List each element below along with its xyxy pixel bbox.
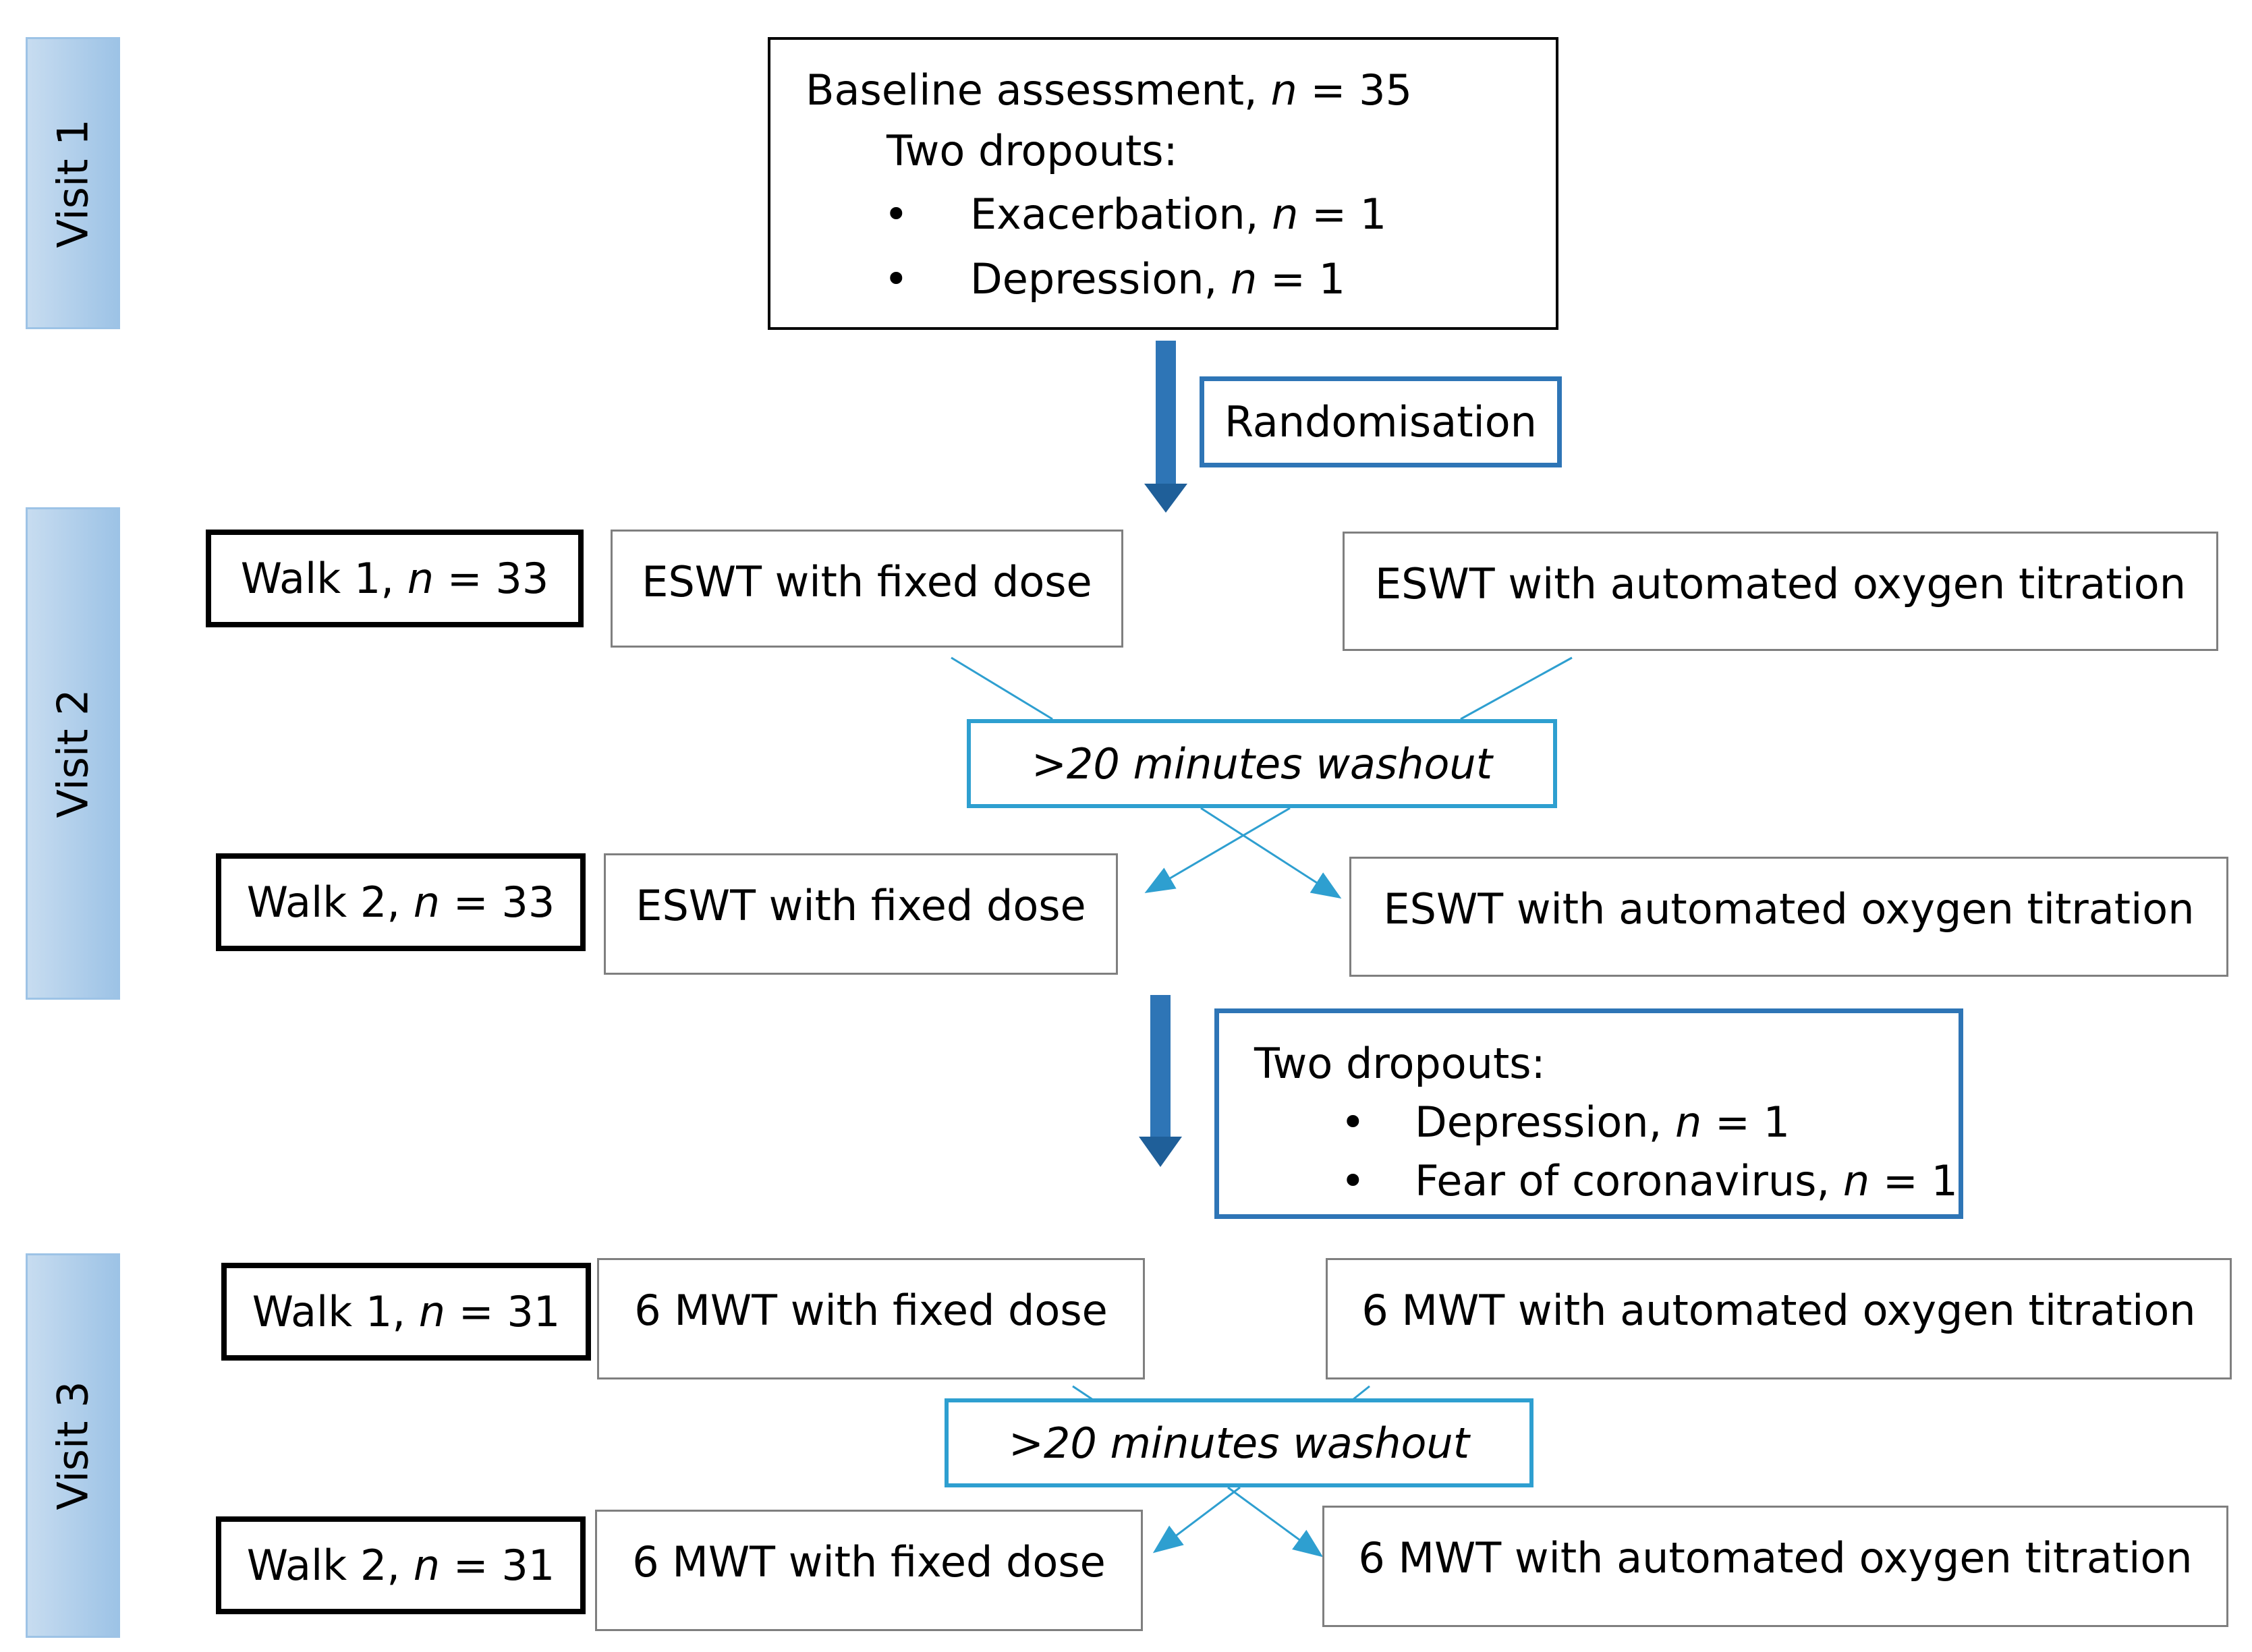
randomisation-text: Randomisation [1224,397,1537,447]
baseline-dropouts-label: Two dropouts: [886,126,1178,175]
visit3-auto-titration-box-2: 6 MWT with automated oxygen titration [1322,1506,2228,1627]
visit2-washout-box: >20 minutes washout [967,719,1557,808]
dropout-item: Depression, n = 1 [1415,1098,1791,1147]
visit3-auto-titration-box: 6 MWT with automated oxygen titration [1326,1258,2232,1379]
crossover-arrow [1200,807,1342,899]
visit-3-label: Visit 3 [26,1253,120,1638]
visit2-fixed-dose-box: ESWT with fixed dose [611,530,1123,648]
visit2-auto-titration-text: ESWT with automated oxygen titration [1374,559,2187,608]
visit3-walk1-box: Walk 1, n = 31 [221,1263,591,1361]
visit2-walk1-text: Walk 1, n = 33 [240,554,549,603]
down-arrow-randomisation [1144,341,1187,513]
visit3-washout-text: >20 minutes washout [1008,1418,1470,1468]
visit3-fixed-dose-box-2: 6 MWT with fixed dose [595,1510,1143,1631]
visit-2-label: Visit 2 [26,507,120,1000]
visit3-auto-titration-text-2: 6 MWT with automated oxygen titration [1358,1533,2193,1583]
visit2-walk2-text: Walk 2, n = 33 [246,878,555,927]
crossover-arrow [1152,1486,1241,1554]
visit3-fixed-dose-text: 6 MWT with fixed dose [634,1286,1108,1335]
bullet-icon: • [1341,1098,1366,1147]
dropouts-label: Two dropouts: [1254,1039,1546,1088]
bullet-icon: • [884,254,909,304]
visit2-auto-titration-box: ESWT with automated oxygen titration [1343,532,2218,651]
connector-line [951,656,1053,720]
randomisation-box: Randomisation [1200,376,1562,467]
visit3-washout-box: >20 minutes washout [945,1398,1533,1487]
visit2-fixed-dose-text-2: ESWT with fixed dose [636,881,1086,930]
crossover-arrow [1227,1486,1324,1558]
visit-2-text: Visit 2 [48,689,98,818]
visit2-walk2-box: Walk 2, n = 33 [216,853,586,951]
bullet-icon: • [884,190,909,239]
crossover-arrow [1144,807,1291,894]
baseline-dropout-item: Exacerbation, n = 1 [970,190,1387,239]
connector-line [1072,1385,1094,1401]
visit2-fixed-dose-text: ESWT with fixed dose [642,557,1092,606]
down-arrow-dropouts [1139,995,1182,1167]
visit-1-text: Visit 1 [48,118,98,248]
visit2-washout-text: >20 minutes washout [1031,739,1493,789]
visit2-fixed-dose-box-2: ESWT with fixed dose [604,853,1118,975]
visit3-walk1-text: Walk 1, n = 31 [252,1287,561,1336]
visit3-fixed-dose-box: 6 MWT with fixed dose [597,1258,1145,1379]
baseline-box: Baseline assessment, n = 35 Two dropouts… [768,37,1558,330]
dropout-item: Fear of coronavirus, n = 1 [1415,1156,1958,1205]
bullet-icon: • [1341,1156,1366,1205]
visit3-auto-titration-text: 6 MWT with automated oxygen titration [1361,1286,2196,1335]
visit2-walk1-box: Walk 1, n = 33 [206,530,584,627]
baseline-title: Baseline assessment, n = 35 [806,65,1413,115]
visit3-walk2-text: Walk 2, n = 31 [246,1541,555,1590]
connector-line [1352,1385,1370,1401]
dropouts-box: Two dropouts: • Depression, n = 1 • Fear… [1214,1008,1963,1219]
baseline-dropout-item: Depression, n = 1 [970,254,1346,304]
visit3-fixed-dose-text-2: 6 MWT with fixed dose [632,1537,1106,1587]
visit2-auto-titration-text-2: ESWT with automated oxygen titration [1383,884,2195,934]
visit-3-text: Visit 3 [48,1381,98,1510]
connector-line [1460,656,1573,720]
visit3-walk2-box: Walk 2, n = 31 [216,1516,586,1614]
visit-1-label: Visit 1 [26,37,120,329]
visit2-auto-titration-box-2: ESWT with automated oxygen titration [1349,857,2228,977]
